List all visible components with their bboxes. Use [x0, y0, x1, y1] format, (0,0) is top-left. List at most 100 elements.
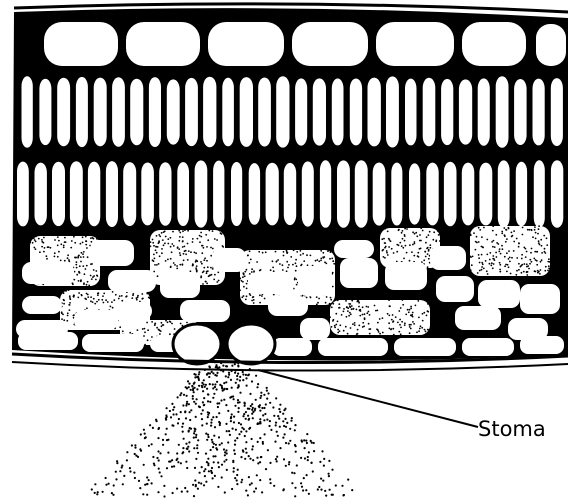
stipple-dot: [242, 276, 244, 278]
stipple-dot: [526, 271, 528, 273]
stipple-dot: [479, 270, 481, 272]
stipple-dot: [508, 228, 510, 230]
gas-dot: [243, 413, 245, 415]
gas-dot: [180, 411, 182, 413]
stipple-dot: [422, 320, 424, 322]
stipple-dot: [400, 333, 402, 335]
stipple-dot: [541, 252, 543, 254]
gas-dot: [193, 383, 195, 385]
stipple-dot: [358, 306, 360, 308]
gas-dot: [256, 423, 258, 425]
stipple-dot: [338, 307, 340, 309]
gas-dot: [119, 470, 121, 472]
gas-dot: [176, 488, 178, 490]
gas-dot: [307, 456, 309, 458]
stipple-dot: [529, 259, 531, 261]
gas-dot: [187, 380, 189, 382]
stipple-dot: [518, 269, 520, 271]
stipple-dot: [425, 331, 427, 333]
gas-dot: [193, 391, 195, 393]
stipple-dot: [245, 299, 247, 301]
stipple-dot: [179, 254, 181, 256]
gas-dot: [172, 492, 174, 494]
stipple-dot: [63, 246, 65, 248]
stipple-dot: [272, 267, 274, 269]
gas-dot: [225, 449, 227, 451]
gas-dot: [155, 419, 157, 421]
stipple-dot: [358, 300, 360, 302]
stipple-dot: [210, 247, 212, 249]
stipple-dot: [251, 300, 253, 302]
gas-dot: [248, 455, 250, 457]
gas-dot: [180, 462, 182, 464]
gas-dot: [201, 418, 203, 420]
stipple-dot: [318, 260, 320, 262]
gas-dot: [236, 479, 238, 481]
gas-dot: [216, 381, 218, 383]
stipple-dot: [200, 261, 202, 263]
stipple-dot: [424, 251, 426, 253]
gas-dot: [229, 434, 231, 436]
gas-dot: [180, 392, 182, 394]
stipple-dot: [239, 289, 241, 291]
stipple-dot: [499, 248, 501, 250]
stipple-dot: [78, 292, 80, 294]
gas-dot: [214, 455, 216, 457]
stipple-dot: [147, 339, 149, 341]
stipple-dot: [498, 251, 500, 253]
stipple-dot: [300, 265, 302, 267]
stipple-dot: [531, 248, 533, 250]
gas-dot: [351, 489, 353, 491]
gas-dot: [140, 433, 142, 435]
gas-dot: [247, 415, 249, 417]
epidermis-cell: [318, 338, 388, 356]
epidermis-cell: [44, 22, 118, 66]
stipple-dot: [129, 332, 131, 334]
stipple-dot: [358, 325, 360, 327]
gas-dot: [163, 485, 165, 487]
stipple-dot: [98, 299, 100, 301]
gas-dot: [234, 477, 236, 479]
gas-dot: [157, 428, 159, 430]
gas-dot: [214, 426, 216, 428]
stipple-dot: [196, 265, 198, 267]
stipple-dot: [146, 322, 148, 324]
stipple-dot: [249, 273, 251, 275]
epidermis-cell: [126, 22, 200, 66]
stipple-dot: [121, 300, 123, 302]
palisade-cell: [459, 79, 472, 144]
palisade-cell: [498, 160, 510, 227]
gas-dot: [259, 421, 261, 423]
stipple-dot: [334, 327, 336, 329]
gas-dot: [207, 416, 209, 418]
stipple-dot: [199, 235, 201, 237]
stipple-dot: [326, 296, 328, 298]
stipple-dot: [58, 240, 60, 242]
gas-dot: [245, 430, 247, 432]
gas-dot: [193, 437, 195, 439]
stipple-dot: [397, 322, 399, 324]
stipple-dot: [185, 250, 187, 252]
stipple-dot: [486, 270, 488, 272]
gas-dot: [97, 491, 99, 493]
stipple-dot: [310, 255, 312, 257]
stipple-dot: [529, 229, 531, 231]
gas-dot: [279, 404, 281, 406]
stipple-dot: [409, 332, 411, 334]
stipple-dot: [412, 231, 414, 233]
stipple-dot: [520, 266, 522, 268]
stipple-dot: [323, 257, 325, 259]
gas-dot: [263, 407, 265, 409]
gas-dot: [183, 438, 185, 440]
stipple-dot: [368, 323, 370, 325]
gas-dot: [237, 399, 239, 401]
stipple-dot: [345, 300, 347, 302]
gas-dot: [224, 454, 226, 456]
stipple-dot: [399, 324, 401, 326]
stipple-dot: [84, 273, 86, 275]
stipple-dot: [67, 312, 69, 314]
stipple-dot: [58, 251, 60, 253]
stipple-dot: [50, 247, 52, 249]
gas-dot: [213, 435, 215, 437]
